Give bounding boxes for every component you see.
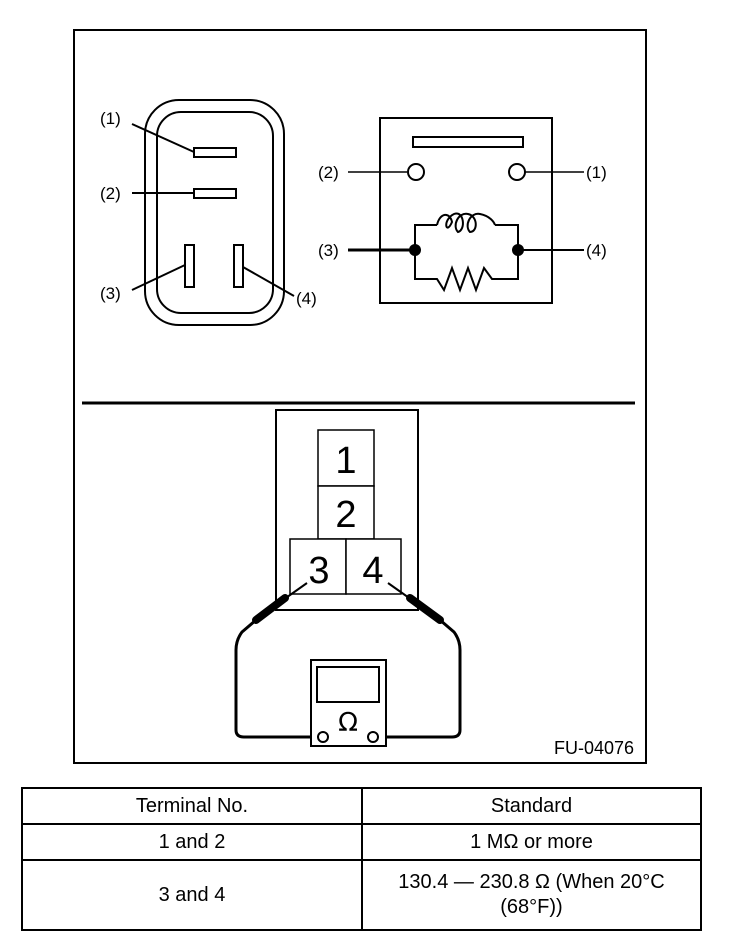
meter-jack-left [317,731,329,743]
circuit-label-1: (1) [586,163,607,182]
test-lead-left [234,618,315,739]
terminal-number-4: 4 [362,550,383,592]
resistor-icon [414,250,519,293]
terminal-number-1: 1 [335,440,356,482]
cell-standard: 1 MΩ or more [361,823,702,861]
leader-line-4 [242,266,295,297]
terminal-cell-3 [289,538,347,595]
connector-inner-housing [156,111,274,314]
figure-code: FU-04076 [554,738,634,758]
contact-terminal-2 [407,163,425,181]
leader-line-3 [131,264,186,291]
relay-circuit-schematic: (2) (1) (3) (4) [318,117,607,304]
terminal-pin-4 [233,244,244,288]
contact-terminal-1 [508,163,526,181]
terminal-pin-3 [184,244,195,288]
probe-left [252,582,308,624]
figure-frame [73,29,647,764]
terminal-cell-2 [317,485,375,540]
test-lead-right [381,618,462,739]
terminal-pin-2 [193,188,237,199]
terminal-cell-4 [345,538,402,595]
meter-jack-right [367,731,379,743]
header-standard: Standard [361,787,702,825]
connector-outline [275,409,419,611]
cell-standard: 130.4 — 230.8 Ω (When 20°C (68°F)) [361,859,702,931]
circuit-label-3: (3) [318,241,339,260]
terminal-pin-1 [193,147,237,158]
terminal-number-3: 3 [308,550,329,592]
probe-right [387,582,444,624]
cell-terminal: 3 and 4 [21,859,363,931]
resistance-spec-table: Terminal No. Standard 1 and 2 1 MΩ or mo… [21,787,702,931]
circuit-label-2: (2) [318,163,339,182]
switch-contact-bar [412,136,524,148]
coil-icon [436,212,496,234]
table-row: 3 and 4 130.4 — 230.8 Ω (When 20°C (68°F… [21,859,702,931]
pin-label-4: (4) [296,289,317,308]
junction-dot-3 [409,244,421,256]
relay-diagram: (1) (2) (3) (4) (2) (1) (3) (4) 1 [73,29,647,764]
junction-dot-4 [512,244,524,256]
terminal-number-2: 2 [335,494,356,536]
terminal-cell-1 [317,429,375,487]
connector-outer-housing [144,99,285,326]
leader-line-1 [131,123,195,153]
table-row: 1 and 2 1 MΩ or more [21,823,702,861]
circuit-label-4: (4) [586,241,607,260]
ohmmeter-display [316,666,380,703]
connector-face-view: (1) (2) (3) (4) [100,99,317,326]
ohm-symbol-icon: Ω [338,708,358,738]
cell-terminal: 1 and 2 [21,823,363,861]
relay-body [379,117,553,304]
header-terminal-no: Terminal No. [21,787,363,825]
table-header-row: Terminal No. Standard [21,787,702,825]
pin-label-3: (3) [100,284,121,303]
pin-label-2: (2) [100,184,121,203]
measurement-setup: 1 2 3 4 Ω [234,409,462,747]
coil-wire-right [495,224,519,250]
pin-label-1: (1) [100,109,121,128]
coil-wire-left [414,224,437,250]
